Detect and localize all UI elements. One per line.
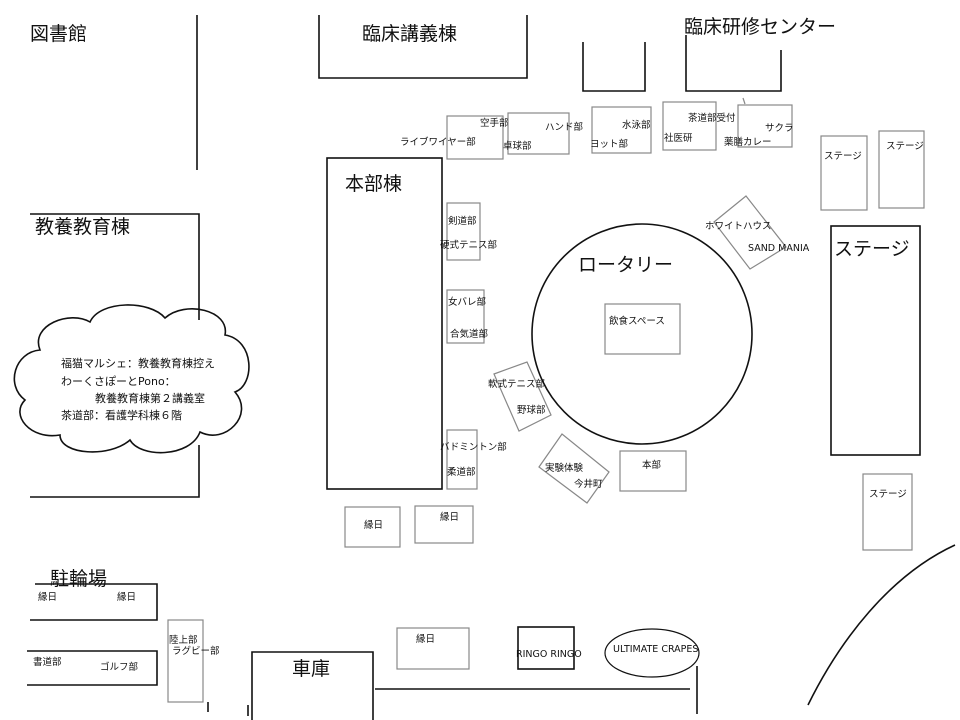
clinical-training-label: 臨床研修センター bbox=[684, 16, 836, 38]
clinical-training-wall-right bbox=[685, 35, 782, 92]
booth-label: 茶道部受付 bbox=[688, 112, 736, 124]
booth-label: ラグビー部 bbox=[172, 645, 220, 657]
stage-3 bbox=[862, 473, 913, 551]
note-cloud bbox=[13, 304, 250, 454]
booth-label: 縁日 bbox=[364, 519, 383, 531]
booth-karate-livewire bbox=[446, 115, 504, 160]
library-label: 図書館 bbox=[30, 23, 87, 45]
booth-volleyball-aikido bbox=[446, 289, 485, 344]
booth-label: 縁日 bbox=[117, 591, 136, 603]
booth-swimming-yacht bbox=[591, 106, 652, 154]
liberal-arts-wall-top bbox=[30, 213, 200, 320]
liberal-arts-wall-bottom bbox=[30, 445, 200, 498]
ennichi-booth bbox=[396, 627, 470, 670]
booth-tea-socialmed bbox=[662, 101, 717, 151]
booth-label: SAND MANIA bbox=[748, 243, 810, 254]
booth-label: ULTIMATE CRAPES bbox=[613, 644, 698, 655]
garage-building bbox=[251, 651, 374, 720]
booth-whitehouse-sandmania bbox=[713, 195, 787, 270]
booth-label: 空手部 bbox=[480, 117, 509, 129]
booth-label: ゴルフ部 bbox=[100, 661, 138, 673]
gate-marks bbox=[207, 702, 249, 716]
ringo-booth bbox=[517, 626, 575, 670]
main-stage bbox=[830, 225, 921, 456]
booth-label: 陸上部 bbox=[169, 634, 198, 646]
rotary-label: ロータリー bbox=[578, 254, 673, 276]
booth-label: 実験体験 bbox=[545, 462, 584, 474]
main-building-label: 本部棟 bbox=[345, 173, 402, 195]
parking-area-2 bbox=[27, 650, 158, 686]
booth-label: バドミントン部 bbox=[440, 441, 507, 453]
garage-label: 車庫 bbox=[292, 658, 330, 680]
stage-1 bbox=[820, 135, 868, 211]
booth-label: RINGO RINGO bbox=[516, 649, 582, 660]
booth-label: 女バレ部 bbox=[448, 296, 486, 308]
booth-label: 水泳部 bbox=[622, 119, 651, 131]
clinical-training-wall-left bbox=[582, 42, 646, 92]
ennichi-booth bbox=[414, 505, 474, 544]
crepes-booth bbox=[604, 628, 700, 678]
booth-label: 本部 bbox=[642, 459, 661, 471]
booth-label: 縁日 bbox=[416, 633, 435, 645]
parking-area-1 bbox=[30, 583, 158, 621]
booth-softtennis-baseball bbox=[493, 361, 552, 432]
booth-label: 縁日 bbox=[38, 591, 57, 603]
headquarters-booth bbox=[619, 450, 687, 492]
booth-label: 野球部 bbox=[517, 404, 546, 416]
bicycle-parking-label: 駐輪場 bbox=[50, 568, 107, 590]
main-stage-label: ステージ bbox=[834, 238, 910, 260]
clinical-lecture-label: 臨床講義棟 bbox=[362, 23, 457, 45]
main-building bbox=[326, 157, 443, 490]
booth-label: 軟式テニス部 bbox=[488, 378, 545, 390]
note-line-1: 福猫マルシェ：教養教育棟控え bbox=[61, 356, 215, 370]
booth-badminton-judo bbox=[446, 429, 478, 490]
booth-label: ステージ bbox=[886, 141, 924, 152]
booth-label: ホワイトハウス bbox=[705, 221, 772, 232]
booth-experiment-imaicho bbox=[538, 433, 610, 504]
booth-label: 柔道部 bbox=[447, 466, 476, 478]
note-line-3: 教養教育棟第２講義室 bbox=[95, 391, 205, 405]
clinical-lecture-building bbox=[318, 15, 528, 79]
booth-sakura-curry bbox=[737, 104, 793, 148]
ennichi-booth bbox=[344, 506, 401, 548]
booth-handball-tabletennis bbox=[507, 112, 570, 155]
booth-label: 卓球部 bbox=[503, 140, 532, 152]
booth-label: 縁日 bbox=[440, 511, 459, 523]
booth-track-rugby bbox=[167, 619, 204, 703]
booth-label: ステージ bbox=[824, 151, 862, 162]
booth-label: 書道部 bbox=[33, 656, 62, 668]
note-line-2: わーくさぽーとPono： bbox=[61, 375, 176, 388]
booth-label: 剣道部 bbox=[448, 215, 477, 227]
booth-label: ライブワイヤー部 bbox=[400, 136, 476, 148]
liberal-arts-label: 教養教育棟 bbox=[35, 216, 130, 238]
booth-label: 今井町 bbox=[574, 478, 603, 490]
booth-label: 薬膳カレー bbox=[724, 136, 772, 148]
marker-line bbox=[742, 97, 746, 105]
note-line-4: 茶道部：看護学科棟６階 bbox=[61, 408, 182, 422]
road-curve bbox=[807, 544, 956, 706]
stage-2 bbox=[878, 130, 925, 209]
booth-label: ハンド部 bbox=[545, 121, 583, 133]
booth-label: サクラ bbox=[765, 123, 794, 134]
booth-label: ヨット部 bbox=[590, 138, 628, 150]
booth-label: ステージ bbox=[869, 489, 907, 500]
booth-label: 社医研 bbox=[664, 132, 693, 144]
food-space bbox=[604, 303, 681, 355]
booth-label: 合気道部 bbox=[450, 328, 488, 340]
booth-label: 硬式テニス部 bbox=[440, 239, 497, 251]
booth-kendo-tennis bbox=[446, 202, 481, 261]
rotary-circle bbox=[531, 223, 753, 445]
booth-label: 飲食スペース bbox=[609, 315, 665, 327]
